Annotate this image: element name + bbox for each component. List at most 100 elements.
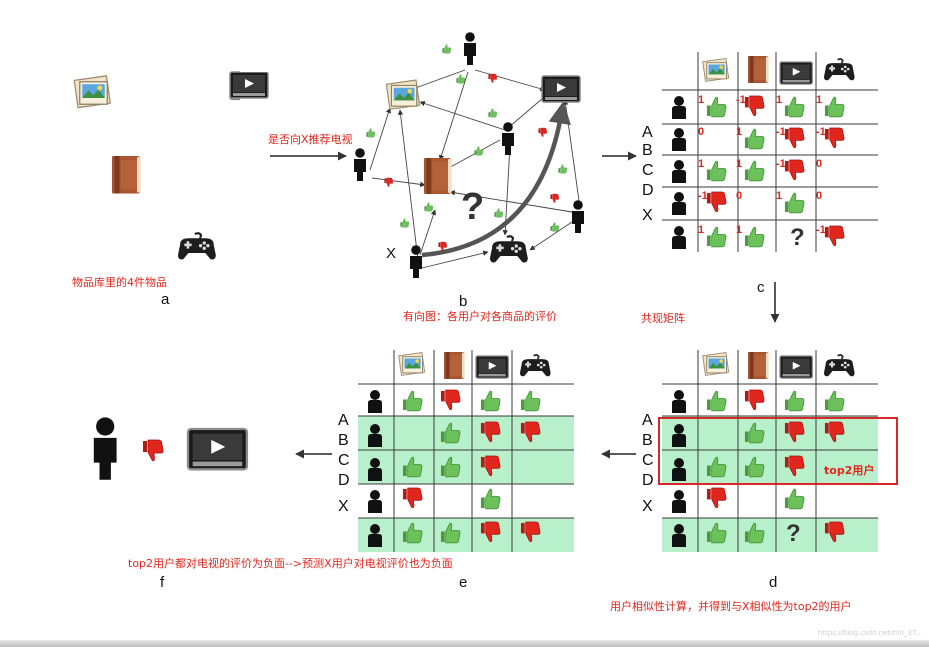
panel-label-f: f — [160, 574, 165, 591]
similarity-caption: 用户相似性计算，并得到与X相似性为top2的用户 — [610, 600, 852, 613]
row-label: A — [338, 412, 349, 429]
question-caption: 是否向X推荐电视 — [268, 133, 353, 146]
thumbs-up-icon — [440, 422, 461, 444]
arrow-e-to-f — [295, 449, 332, 459]
rating-score: 0 — [816, 158, 823, 170]
thumbs-up-icon — [784, 96, 805, 118]
rating-score: 1 — [776, 94, 783, 106]
row-label: C — [642, 452, 654, 469]
thumbs-down-icon — [142, 439, 164, 462]
thumbs-up-icon — [706, 96, 727, 118]
row-label: D — [338, 472, 350, 489]
thumbs-down-icon — [480, 455, 501, 477]
thumbs-up-icon — [402, 456, 423, 478]
row-label: D — [642, 182, 654, 199]
thumbs-down-icon — [520, 521, 541, 543]
row-label: C — [338, 452, 350, 469]
bottom-bar — [0, 640, 929, 647]
rating-score: 0 — [816, 190, 823, 202]
thumbs-up-icon — [784, 192, 805, 214]
panel-label-a: a — [161, 291, 170, 308]
thumbs-up-icon — [480, 488, 501, 510]
panel-a-items — [73, 71, 240, 261]
book-icon — [112, 156, 141, 194]
thumbs-down-icon — [824, 225, 845, 247]
arrow-c-down — [770, 282, 780, 323]
arrow-b-to-c — [602, 151, 637, 161]
tv-icon — [230, 72, 269, 99]
rating-score: 1 — [736, 126, 743, 138]
user-x-icon — [93, 417, 117, 480]
arrow-d-to-e — [601, 449, 636, 459]
thumbs-up-icon — [744, 522, 765, 544]
thumbs-up-icon — [784, 488, 805, 510]
thumbs-down-icon — [784, 127, 805, 149]
panel-label-d: d — [769, 574, 778, 591]
rating-score: -1 — [776, 158, 786, 170]
matrix-d: top2用户 ? A B C D X — [640, 350, 898, 560]
thumbs-up-icon — [706, 226, 727, 248]
rating-score: -1 — [776, 126, 786, 138]
panel-label-e: e — [459, 574, 468, 591]
row-label: X — [338, 498, 349, 515]
thumbs-down-icon — [706, 487, 727, 509]
rating-score: 1 — [698, 224, 705, 236]
row-label: A — [642, 412, 653, 429]
thumbs-down-icon — [744, 95, 765, 117]
gamepad-icon — [176, 232, 217, 261]
cooccurrence-caption: 共现矩阵 — [641, 312, 685, 325]
thumbs-down-icon — [744, 389, 765, 411]
photo-icon — [73, 75, 111, 109]
rating-score: 1 — [736, 158, 743, 170]
tv-icon — [186, 427, 249, 471]
rating-score: 1 — [698, 158, 705, 170]
graph-caption: 有向图：各用户对各商品的评价 — [403, 310, 557, 323]
row-label: B — [642, 432, 653, 449]
thumbs-down-icon — [480, 421, 501, 443]
items-caption: 物品库里的4件物品 — [72, 276, 167, 289]
thumbs-down-icon — [440, 389, 461, 411]
thumbs-up-icon — [824, 96, 845, 118]
row-label: A — [642, 124, 653, 141]
thumbs-up-icon — [480, 390, 501, 412]
question-mark: ? — [461, 186, 485, 228]
thumbs-down-icon — [402, 487, 423, 509]
thumbs-down-icon — [520, 421, 541, 443]
rating-score: 1 — [816, 94, 823, 106]
matrix-c-grid — [662, 52, 878, 252]
thumbs-down-icon — [706, 191, 727, 213]
thumbs-up-icon — [440, 456, 461, 478]
thumbs-down-icon — [784, 159, 805, 181]
rating-score: 0 — [698, 126, 705, 138]
rating-score: -1 — [816, 126, 826, 138]
thumbs-up-icon — [744, 160, 765, 182]
rating-score: -1 — [736, 94, 746, 106]
node-x-label: X — [386, 245, 397, 262]
question-mark: ? — [790, 224, 805, 251]
arrow-a-to-b — [270, 151, 347, 161]
matrix-e: A B C D X — [336, 350, 576, 560]
rating-score: 1 — [776, 190, 783, 202]
rating-score: -1 — [698, 190, 708, 202]
thumbs-up-icon — [744, 226, 765, 248]
panel-label-b: b — [459, 293, 468, 310]
row-label: D — [642, 472, 654, 489]
thumbs-up-icon — [520, 390, 541, 412]
thumbs-down-icon — [824, 521, 845, 543]
question-mark: ? — [786, 520, 801, 547]
thumbs-up-icon — [706, 390, 727, 412]
thumbs-down-icon — [480, 521, 501, 543]
thumbs-up-icon — [706, 522, 727, 544]
thumbs-up-icon — [744, 128, 765, 150]
rating-score: -1 — [816, 224, 826, 236]
thumbs-up-icon — [824, 390, 845, 412]
rating-score: 1 — [736, 224, 743, 236]
rating-score: 1 — [698, 94, 705, 106]
row-label: B — [642, 142, 653, 159]
graph-b — [354, 32, 584, 278]
rating-score: 0 — [736, 190, 743, 202]
row-label: C — [642, 162, 654, 179]
top2-label: top2用户 — [824, 464, 875, 477]
thumbs-down-icon — [824, 127, 845, 149]
